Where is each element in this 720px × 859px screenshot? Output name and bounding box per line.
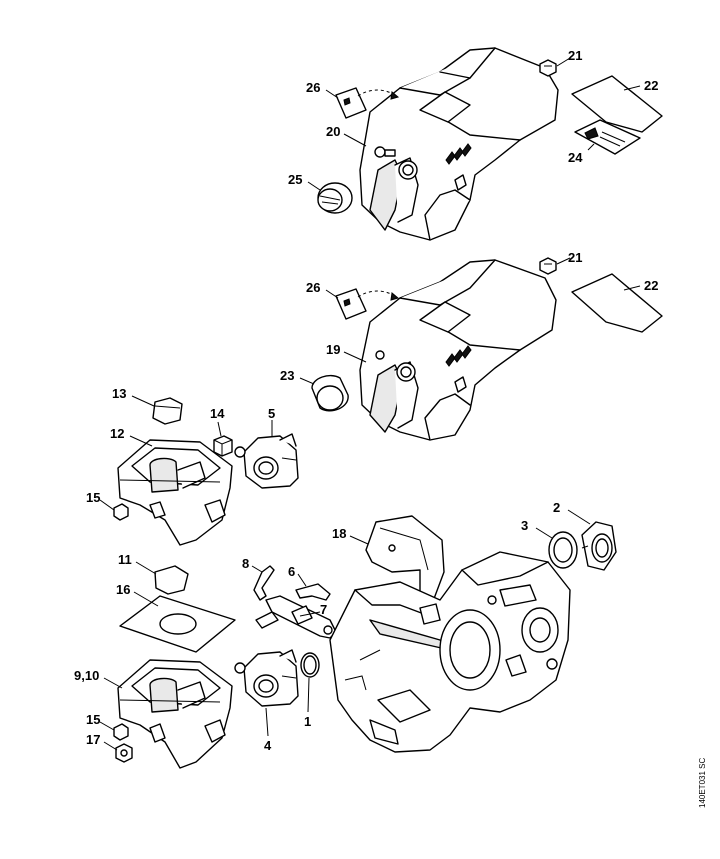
shroud-20 (359, 47, 559, 241)
rod-8 (253, 565, 275, 601)
callout-labels: 21 22 24 26 20 25 21 22 26 19 23 13 14 5… (74, 48, 658, 753)
callout-20: 20 (326, 124, 340, 139)
callout-8: 8 (242, 556, 249, 571)
nut-15-upper (113, 503, 129, 521)
image-code: 140ET031 SC (698, 758, 707, 808)
callout-15-lower: 15 (86, 712, 100, 727)
callout-9-10: 9,10 (74, 668, 99, 683)
cube-14 (213, 435, 233, 457)
callout-12: 12 (110, 426, 124, 441)
callout-1: 1 (304, 714, 311, 729)
callout-3: 3 (521, 518, 528, 533)
ring-1 (300, 652, 320, 678)
callout-15-upper: 15 (86, 490, 100, 505)
lever-6 (295, 583, 331, 601)
filter-base-12 (117, 439, 233, 546)
plate-22-middle (571, 273, 663, 333)
flange-2 (581, 521, 617, 571)
callout-13: 13 (112, 386, 126, 401)
callout-18: 18 (332, 526, 346, 541)
callout-5: 5 (268, 406, 275, 421)
callout-23: 23 (280, 368, 294, 383)
nut-21-middle (539, 257, 557, 275)
nut-21-top (539, 59, 557, 77)
decal-26-middle (335, 288, 400, 320)
nut-17 (115, 743, 133, 763)
filter-base-9-10 (117, 659, 233, 769)
callout-24: 24 (568, 150, 583, 165)
callout-21-top: 21 (568, 48, 582, 63)
crankcase (329, 551, 571, 753)
callout-16: 16 (116, 582, 130, 597)
shroud-19 (359, 259, 557, 441)
callout-17: 17 (86, 732, 100, 747)
ring-3 (548, 531, 578, 569)
callout-26-top: 26 (306, 80, 320, 95)
label-24 (574, 119, 641, 155)
callout-14: 14 (210, 406, 225, 421)
callout-2: 2 (553, 500, 560, 515)
callout-19: 19 (326, 342, 340, 357)
callout-4: 4 (264, 738, 272, 753)
carburetor-4 (234, 649, 299, 707)
filter-pad-16 (119, 595, 236, 653)
callout-7: 7 (320, 602, 327, 617)
cap-25 (317, 182, 353, 214)
plate-22-top (571, 75, 663, 133)
callout-22-middle: 22 (644, 278, 658, 293)
leader-lines (99, 57, 641, 751)
carburetor-5 (234, 433, 299, 489)
callout-6: 6 (288, 564, 295, 579)
filter-13 (152, 397, 183, 425)
decal-26-top (335, 87, 400, 119)
filter-11 (154, 565, 189, 595)
nut-15-lower (113, 723, 129, 741)
callout-11: 11 (118, 552, 132, 567)
callout-26-middle: 26 (306, 280, 320, 295)
callout-21-middle: 21 (568, 250, 582, 265)
cap-23 (311, 374, 349, 412)
callout-25: 25 (288, 172, 302, 187)
callout-22-top: 22 (644, 78, 658, 93)
